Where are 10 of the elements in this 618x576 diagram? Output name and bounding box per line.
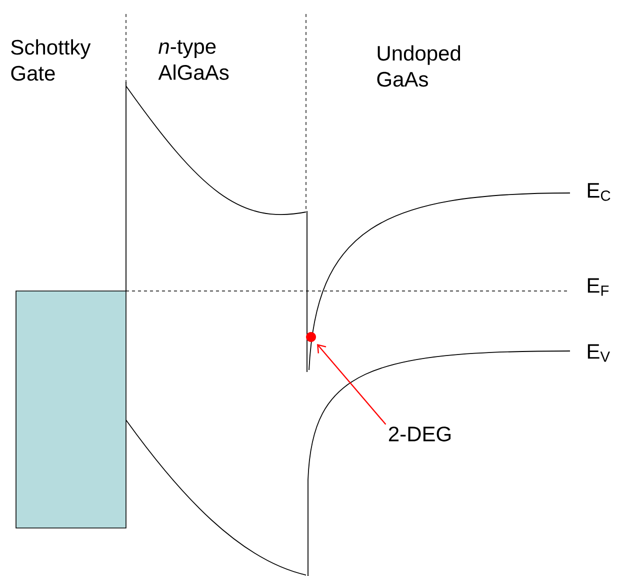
band-label: E$_{C}$ [588,183,610,201]
region-label: Schottky Gate [11,39,91,81]
region-label: n-type AlGaAs [158,40,229,80]
band-label: E$_{V}$ [588,344,610,362]
band-label: E$_{F}$ [588,278,609,296]
callout-text: 2-DEG [388,426,450,442]
region-label: Undoped GaAs [377,45,460,87]
gate-metal-block [16,290,126,528]
electron-gas-dot [306,332,316,342]
arrow [316,344,386,425]
